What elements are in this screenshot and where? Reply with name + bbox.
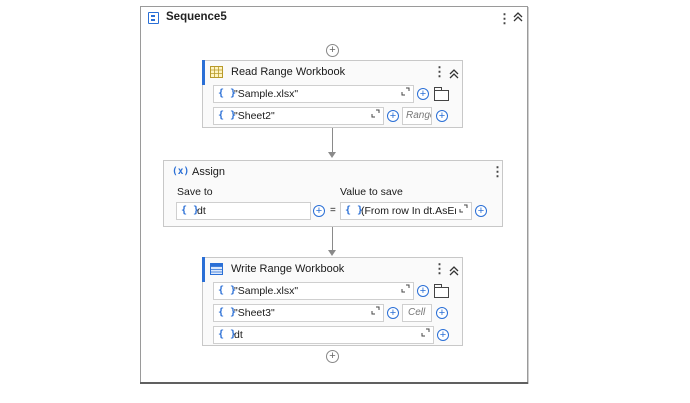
cell-placeholder: Cell — [408, 307, 426, 318]
read-range-menu-icon[interactable]: ⋮ — [433, 64, 446, 79]
connector-arrow — [328, 250, 336, 256]
connector-line — [332, 227, 333, 250]
equals-sign: = — [330, 205, 336, 216]
excel-write-icon — [210, 262, 223, 280]
value-to-save-value: (From row In dt.AsEnur — [361, 205, 456, 217]
add-variable-icon[interactable]: + — [436, 307, 448, 319]
assign-icon: (x) — [172, 166, 190, 177]
range-input[interactable]: Range — [402, 107, 432, 125]
browse-folder-icon[interactable] — [434, 284, 449, 298]
add-variable-icon[interactable]: + — [313, 205, 325, 217]
sheet-name-input[interactable]: { } "Sheet3" — [213, 304, 384, 322]
workbook-path-input[interactable]: { } "Sample.xlsx" — [213, 85, 414, 103]
save-to-input[interactable]: { } dt — [176, 202, 311, 220]
data-table-input[interactable]: { } dt — [213, 326, 434, 344]
sequence-collapse-icon[interactable] — [513, 12, 523, 25]
sequence-header: Sequence5 ⋮ — [141, 7, 527, 29]
expression-icon: { } — [345, 205, 364, 216]
add-variable-icon[interactable]: + — [436, 110, 448, 122]
value-to-save-label: Value to save — [340, 186, 403, 198]
sheet-name-input[interactable]: { } "Sheet2" — [213, 107, 384, 125]
expression-icon: { } — [218, 110, 237, 121]
write-range-title: Write Range Workbook — [231, 263, 345, 275]
assign-activity[interactable]: (x) Assign ⋮ Save to Value to save { } d… — [163, 160, 504, 227]
assign-menu-icon[interactable]: ⋮ — [491, 164, 504, 179]
expression-icon: { } — [218, 307, 237, 318]
read-range-workbook-activity[interactable]: Read Range Workbook ⋮ { } "Sample.xlsx" … — [202, 60, 463, 128]
workbook-path-input[interactable]: { } "Sample.xlsx" — [213, 282, 414, 300]
add-activity-bottom-icon[interactable]: + — [326, 350, 339, 363]
add-variable-icon[interactable]: + — [387, 307, 399, 319]
write-range-collapse-icon[interactable] — [449, 263, 459, 281]
write-range-workbook-activity[interactable]: Write Range Workbook ⋮ { } "Sample.xlsx"… — [202, 257, 463, 346]
expand-editor-icon[interactable] — [401, 87, 410, 99]
add-variable-icon[interactable]: + — [417, 285, 429, 297]
range-placeholder: Range — [406, 110, 431, 121]
save-to-value: dt — [197, 205, 206, 217]
expression-icon: { } — [218, 88, 237, 99]
workbook-path-value: "Sample.xlsx" — [234, 285, 299, 297]
expand-editor-icon[interactable] — [401, 284, 410, 296]
workbook-path-value: "Sample.xlsx" — [234, 88, 299, 100]
add-variable-icon[interactable]: + — [475, 205, 487, 217]
sequence-menu-icon[interactable]: ⋮ — [498, 11, 511, 26]
expression-icon: { } — [181, 205, 200, 216]
add-variable-icon[interactable]: + — [437, 329, 449, 341]
expression-icon: { } — [218, 285, 237, 296]
add-activity-top-icon[interactable]: + — [326, 44, 339, 57]
value-to-save-input[interactable]: { } (From row In dt.AsEnur — [340, 202, 472, 220]
connector-arrow — [328, 152, 336, 158]
assign-title: Assign — [192, 166, 226, 178]
sequence-title: Sequence5 — [166, 11, 227, 23]
expand-editor-icon[interactable] — [371, 109, 380, 121]
add-variable-icon[interactable]: + — [417, 88, 429, 100]
add-variable-icon[interactable]: + — [387, 110, 399, 122]
data-table-value: dt — [234, 329, 243, 341]
sheet-name-value: "Sheet3" — [234, 307, 275, 319]
expand-editor-icon[interactable] — [371, 306, 380, 318]
expand-editor-icon[interactable] — [421, 328, 430, 340]
expression-icon: { } — [218, 329, 237, 340]
sheet-name-value: "Sheet2" — [234, 110, 275, 122]
read-range-collapse-icon[interactable] — [449, 66, 459, 84]
browse-folder-icon[interactable] — [434, 87, 449, 101]
cell-input[interactable]: Cell — [402, 304, 432, 322]
save-to-label: Save to — [177, 186, 213, 198]
connector-line — [332, 128, 333, 152]
sequence-icon — [148, 12, 159, 24]
expand-editor-icon[interactable] — [459, 204, 468, 216]
excel-read-icon — [210, 65, 223, 83]
read-range-title: Read Range Workbook — [231, 66, 346, 78]
write-range-menu-icon[interactable]: ⋮ — [433, 261, 446, 276]
